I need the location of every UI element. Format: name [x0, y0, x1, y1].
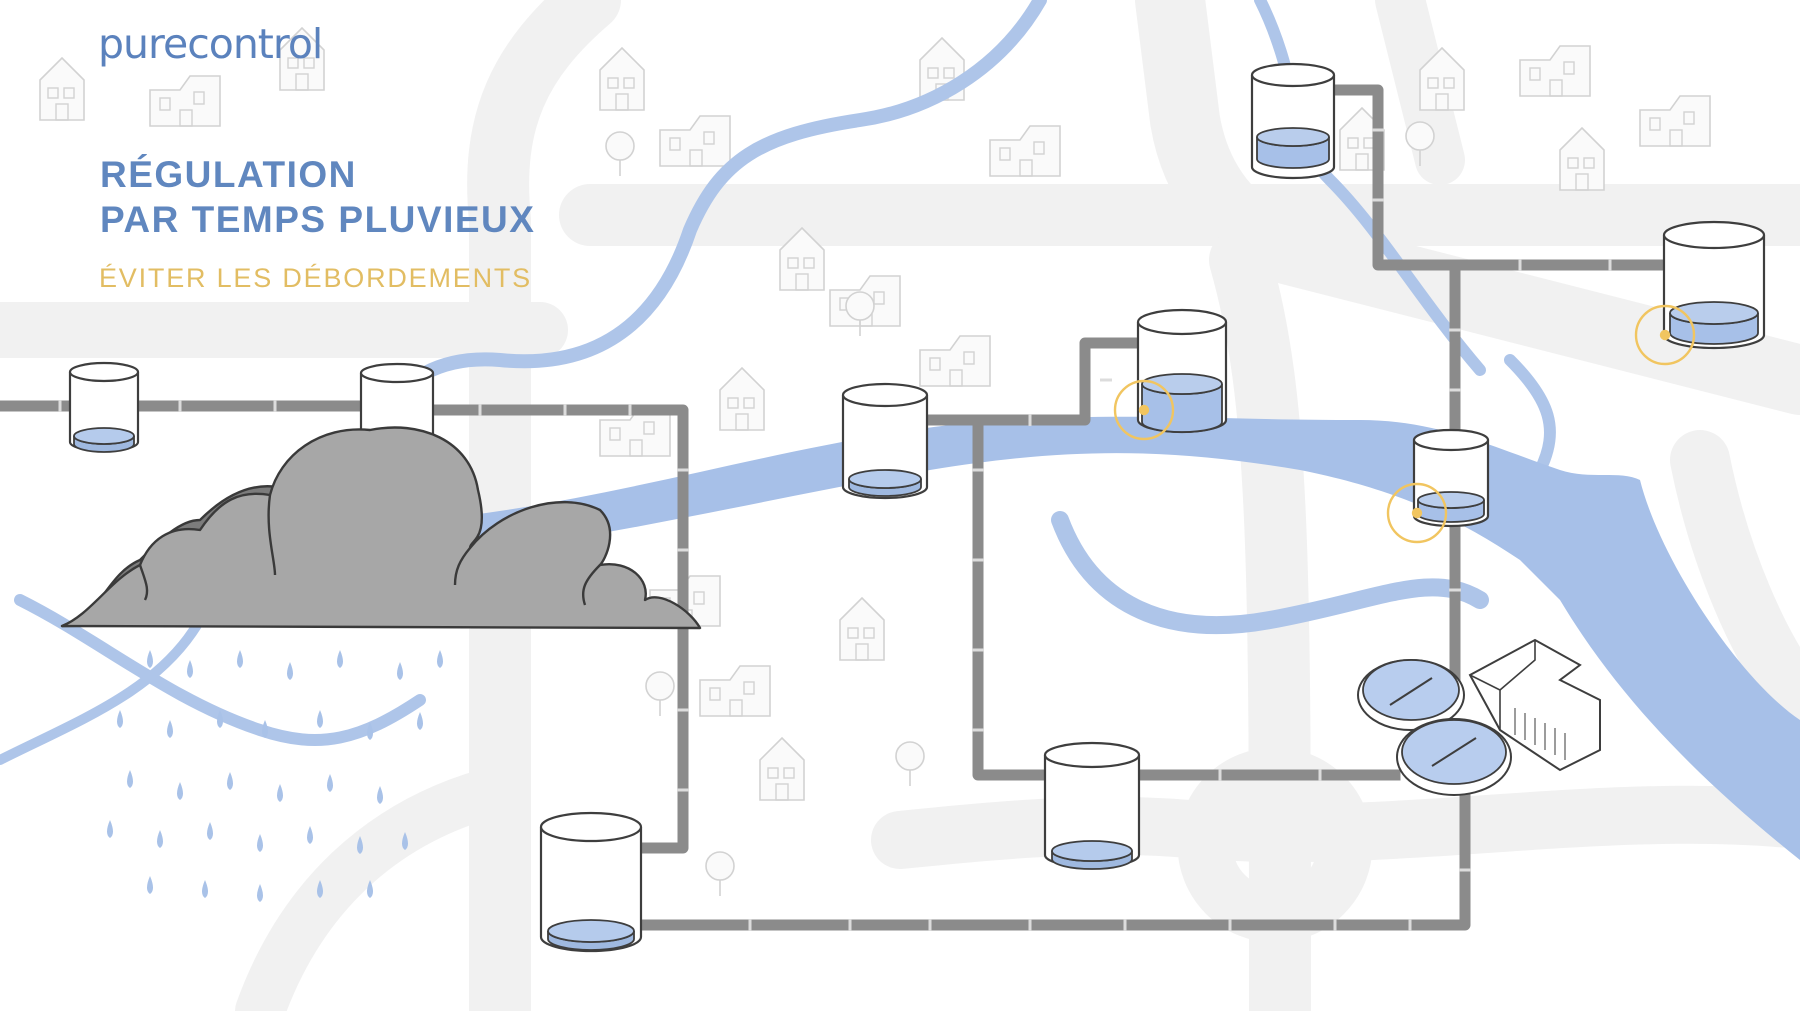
- level-sensor-icon: [1386, 482, 1448, 544]
- pipe-joints: [58, 128, 1612, 931]
- house-icon: [839, 597, 885, 661]
- title-line-2: PAR TEMPS PLUVIEUX: [100, 199, 536, 240]
- storage-tank-icon: [1136, 308, 1228, 434]
- house-icon: [919, 335, 991, 387]
- storage-tank-icon: [1250, 62, 1336, 180]
- tree-icon: [605, 131, 635, 177]
- title-line-1: RÉGULATION: [100, 154, 357, 195]
- house-icon: [1559, 127, 1605, 191]
- level-sensors: [1113, 304, 1696, 544]
- purecontrol-logo: purecontrol: [98, 20, 323, 68]
- house-icon: [1639, 95, 1711, 147]
- treatment-plant-icon: [1357, 638, 1601, 796]
- page-subtitle: ÉVITER LES DÉBORDEMENTS: [99, 263, 532, 293]
- page-title: RÉGULATION PAR TEMPS PLUVIEUX: [100, 152, 535, 242]
- tree-icon: [845, 291, 875, 337]
- house-icon: [149, 75, 221, 127]
- storage-tank-icon: [539, 811, 643, 953]
- storage-tank-icon: [68, 361, 140, 453]
- house-icon: [599, 47, 645, 111]
- house-icon: [759, 737, 805, 801]
- level-sensor-icon: [1113, 379, 1175, 441]
- house-icon: [989, 125, 1061, 177]
- storage-tanks: [68, 62, 1766, 953]
- house-icon: [39, 57, 85, 121]
- house-icon: [699, 665, 771, 717]
- storage-tank-icon: [1662, 220, 1766, 350]
- storage-tank-icon: [1043, 741, 1141, 870]
- house-icon: [659, 115, 731, 167]
- river-icon: [0, 0, 1556, 765]
- rain-drops-icon: [107, 650, 443, 902]
- tree-icon: [705, 851, 735, 897]
- level-sensor-icon: [1634, 304, 1696, 366]
- rain-cloud-icon: [60, 426, 702, 630]
- house-icon: [1519, 45, 1591, 97]
- tree-icon: [645, 671, 675, 717]
- storage-tank-icon: [1412, 428, 1490, 528]
- storage-tank-icon: [841, 382, 929, 500]
- tree-icon: [895, 741, 925, 787]
- house-icon: [719, 367, 765, 431]
